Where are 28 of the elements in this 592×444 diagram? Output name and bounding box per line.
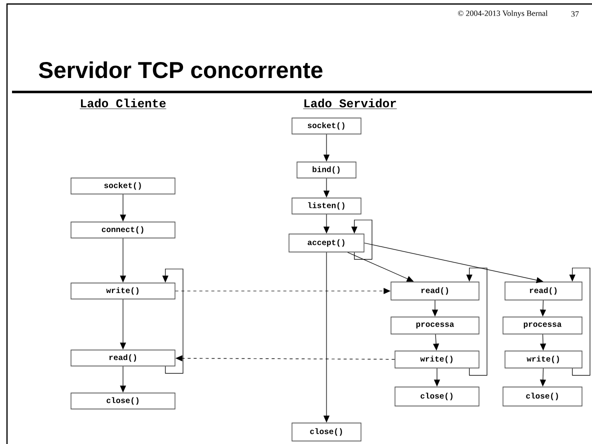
function-box: read() bbox=[70, 350, 176, 366]
function-box: socket() bbox=[70, 178, 176, 194]
function-box: socket() bbox=[292, 118, 362, 134]
function-box: close() bbox=[502, 386, 582, 406]
page-note: 37 bbox=[571, 11, 579, 17]
arrow bbox=[364, 242, 544, 284]
function-box: connect() bbox=[70, 222, 176, 238]
function-box: write() bbox=[504, 350, 582, 368]
page-note: © 2004-2013 Volnys Bernal bbox=[458, 10, 548, 18]
function-box: close() bbox=[70, 392, 176, 410]
column-heading: Lado Servidor bbox=[303, 98, 397, 109]
function-box: close() bbox=[394, 386, 480, 406]
function-box: processa bbox=[390, 316, 480, 334]
title: Servidor TCP concorrente bbox=[38, 61, 322, 78]
function-box: close() bbox=[292, 422, 362, 442]
function-box: write() bbox=[394, 350, 480, 368]
function-box: accept() bbox=[288, 234, 364, 252]
function-box: bind() bbox=[296, 162, 356, 178]
function-box: read() bbox=[504, 282, 582, 300]
function-box: write() bbox=[70, 282, 176, 300]
function-box: read() bbox=[390, 282, 480, 300]
arrow bbox=[351, 220, 372, 260]
arrow bbox=[162, 268, 184, 374]
column-heading: Lado Cliente bbox=[80, 98, 166, 109]
arrow bbox=[466, 268, 488, 376]
function-box: processa bbox=[502, 316, 582, 334]
arrow bbox=[569, 268, 590, 376]
function-box: listen() bbox=[292, 198, 362, 214]
